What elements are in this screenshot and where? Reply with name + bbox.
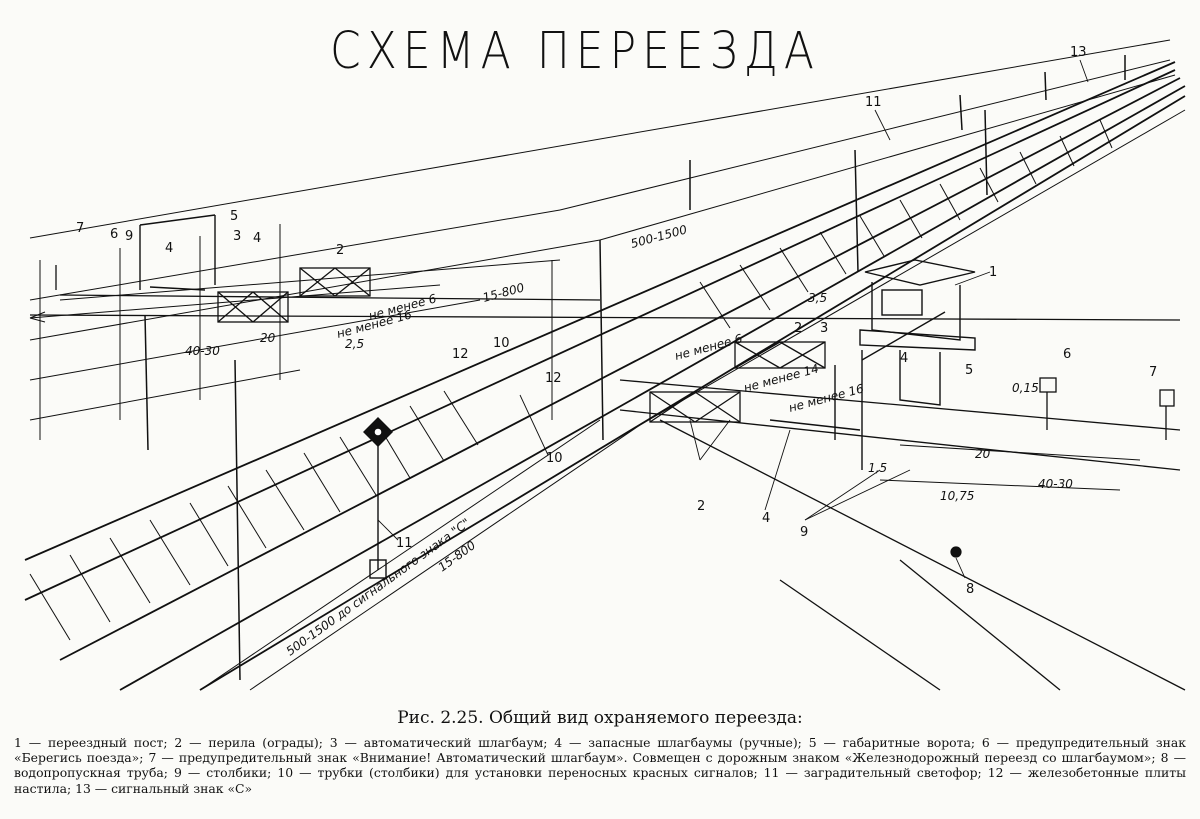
barrier-signal <box>363 417 393 579</box>
callout-11a: 11 <box>865 95 882 110</box>
callout-7a: 7 <box>1149 365 1157 380</box>
callout-12a: 12 <box>545 371 562 386</box>
figure-heading: СХЕМА ПЕРЕЕЗДА <box>330 22 820 81</box>
callout-13: 13 <box>1070 45 1087 60</box>
callout-4b: 4 <box>762 511 770 526</box>
embankment-slope <box>29 39 1176 440</box>
callout-6b: 6 <box>110 227 118 242</box>
callout-3a: 3 <box>820 321 828 336</box>
railway-tracks <box>24 61 1186 691</box>
callout-5a: 5 <box>965 363 973 378</box>
callout-7b: 7 <box>76 221 84 236</box>
dim-1-5: 1,5 <box>868 461 887 475</box>
callout-leaders <box>377 59 1089 579</box>
callout-2c: 2 <box>336 243 344 258</box>
warning-signs <box>55 265 1175 440</box>
ballast-shoulder <box>199 109 1186 691</box>
callout-1: 1 <box>989 265 997 280</box>
callout-4d: 4 <box>165 241 173 256</box>
callout-2b: 2 <box>697 499 705 514</box>
callout-labels: 1 2 2 2 3 3 4 4 4 4 5 5 6 6 7 7 8 9 9 10… <box>76 45 1157 597</box>
caption-title: Рис. 2.25. Общий вид охраняемого переезд… <box>397 708 803 728</box>
caption-body: 1 — переездный пост; 2 — перила (ограды)… <box>14 735 1186 796</box>
dim-2-5: 2,5 <box>345 337 364 351</box>
callout-3b: 3 <box>233 229 241 244</box>
callout-5b: 5 <box>230 209 238 224</box>
callout-8: 8 <box>966 582 974 597</box>
dim-10-75: 10,75 <box>940 489 974 503</box>
callout-4c: 4 <box>253 231 261 246</box>
crossing-scheme-drawing: 1 2 2 2 3 3 4 4 4 4 5 5 6 6 7 7 8 9 9 10… <box>24 39 1186 691</box>
catenary-poles <box>144 55 1126 681</box>
callout-11b: 11 <box>396 536 413 551</box>
callout-9a: 9 <box>800 525 808 540</box>
dim-40-30-right: 40-30 <box>1038 477 1073 491</box>
dim-not-less-16-right: не менее 16 <box>787 381 866 415</box>
callout-2a: 2 <box>794 321 802 336</box>
dim-20-right: 20 <box>975 447 991 461</box>
dim-15-800-top: 15-800 <box>481 280 526 305</box>
callout-10a: 10 <box>546 451 563 466</box>
dim-3-5: 3,5 <box>808 291 827 305</box>
culvert-pipe <box>950 546 962 558</box>
dim-not-less-14: не менее 14 <box>742 361 820 395</box>
callout-9b: 9 <box>125 229 133 244</box>
dim-0-15: 0,15 <box>1012 381 1039 395</box>
road-crossing <box>29 294 1186 691</box>
sleepers <box>29 119 1113 641</box>
dim-500-1500: 500-1500 <box>629 222 689 251</box>
callout-10b: 10 <box>493 336 510 351</box>
callout-4a: 4 <box>900 351 908 366</box>
callout-6a: 6 <box>1063 347 1071 362</box>
railings <box>217 267 826 423</box>
dimension-lines <box>29 259 1141 491</box>
callout-12b: 12 <box>452 347 469 362</box>
crossing-post-building <box>859 259 976 406</box>
dim-20-left: 20 <box>260 331 276 345</box>
dim-40-30-left: 40-30 <box>185 344 220 358</box>
barriers <box>139 214 946 470</box>
